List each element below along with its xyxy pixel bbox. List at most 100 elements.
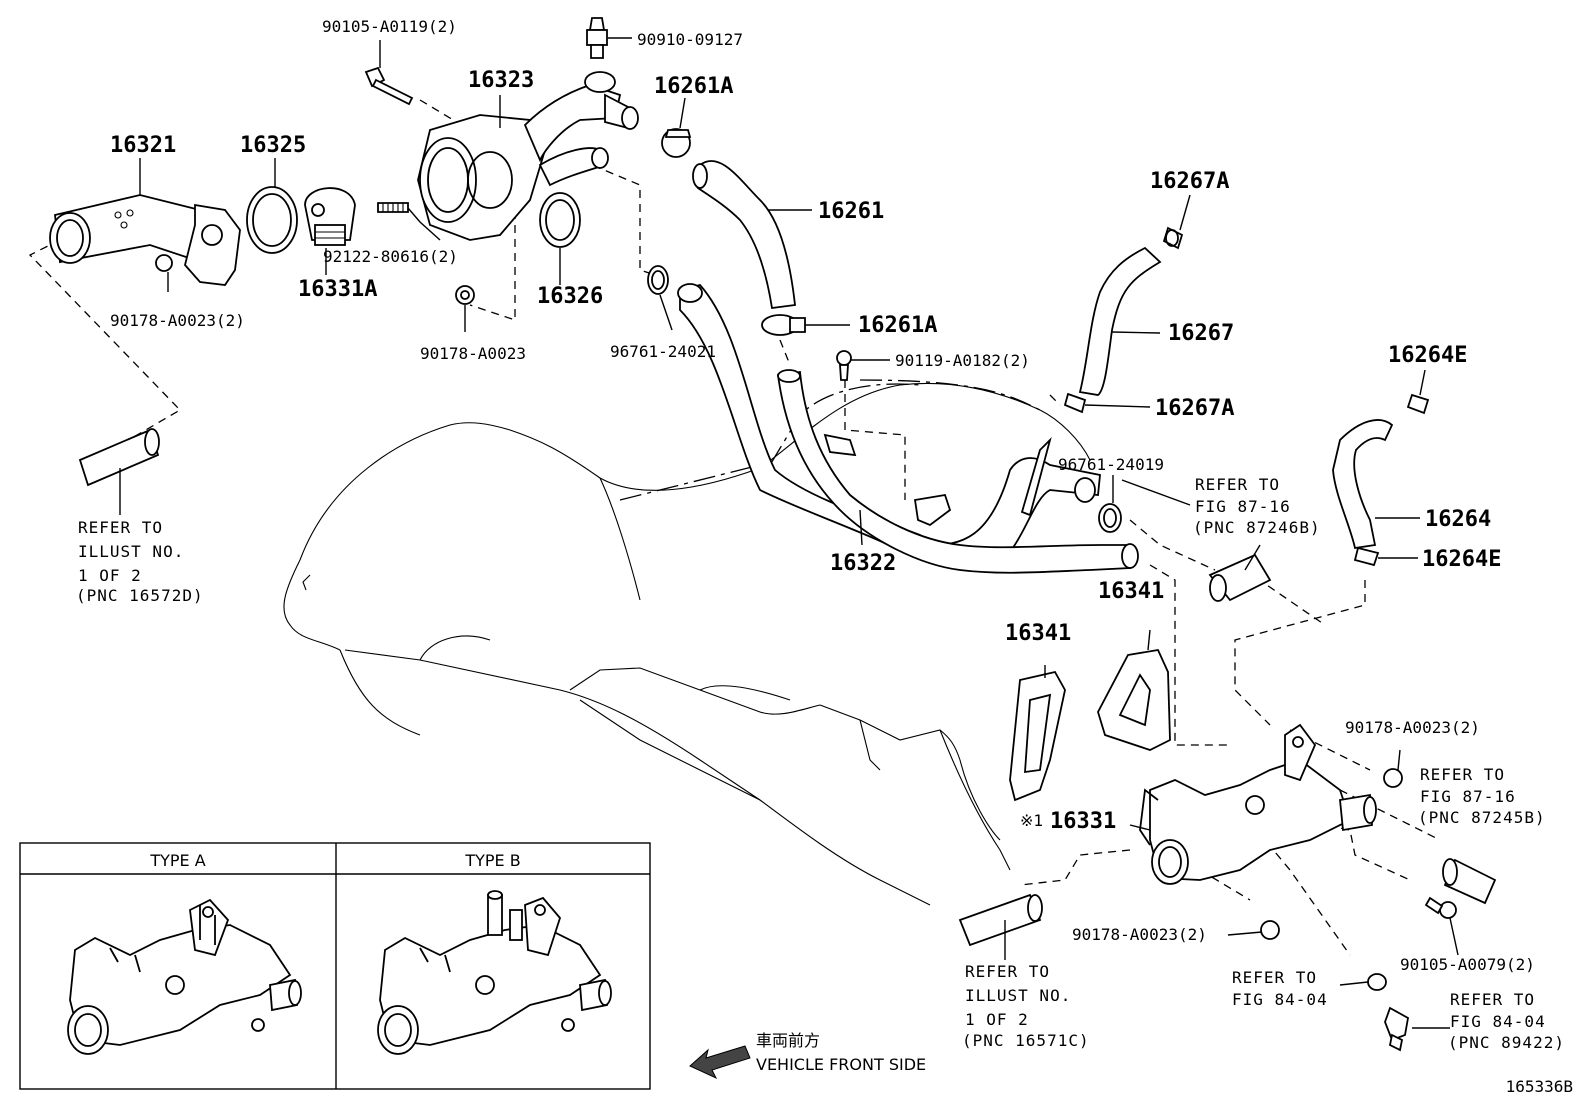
- part-89422-sensor: [1384, 1006, 1409, 1052]
- part-16261-hose: [692, 160, 796, 310]
- label-96761-24019: 96761-24019: [1058, 455, 1164, 474]
- ref-illust-bottom: REFER TO ILLUST NO. 1 OF 2 (PNC 16571C): [962, 962, 1090, 1050]
- part-90178-nut-right: [1383, 768, 1403, 788]
- ref-line: REFER TO: [78, 518, 163, 537]
- ref-line: REFER TO: [1420, 765, 1505, 784]
- label-16261: 16261: [818, 199, 884, 224]
- label-92122-80616: 92122-80616(2): [323, 247, 458, 266]
- part-16264e-clamp-mid: [1353, 546, 1380, 567]
- part-90105-a0079-bolt: [1424, 896, 1457, 919]
- part-16264e-clamp-top: [1406, 393, 1430, 415]
- ref-line: REFER TO: [1450, 990, 1535, 1009]
- ref-fig84-04-b: REFER TO FIG 84-04 (PNC 89422): [1448, 990, 1565, 1052]
- label-16321: 16321: [110, 133, 176, 158]
- part-hose-illust-left: [78, 428, 160, 487]
- front-arrow-icon: [689, 1045, 751, 1080]
- part-hose-fig87-16-top: [1208, 553, 1272, 602]
- inset-types: TYPE A TYPE B: [19, 842, 651, 1090]
- label-16264: 16264: [1425, 507, 1491, 532]
- label-90910-09127: 90910-09127: [637, 30, 743, 49]
- ref-line: REFER TO: [965, 962, 1050, 981]
- part-96761-24021-oring: [647, 265, 669, 295]
- ref-line: FIG 84-04: [1232, 990, 1328, 1009]
- label-16331: 16331: [1050, 809, 1116, 834]
- ref-line: 1 OF 2: [965, 1010, 1029, 1029]
- front-label-en: VEHICLE FRONT SIDE: [756, 1055, 926, 1074]
- ref-fig84-04-a: REFER TO FIG 84-04: [1232, 968, 1328, 1009]
- part-hose-fig87-16-right: [1442, 858, 1497, 905]
- pump-type-b: [377, 890, 612, 1055]
- label-16267a-mid: 16267A: [1155, 396, 1234, 421]
- part-16322-water-pipe: [677, 283, 1139, 574]
- part-16267a-clamp-top: [1162, 226, 1184, 250]
- part-16321-water-inlet: [49, 194, 241, 286]
- ref-fig87-16-top: REFER TO FIG 87-16 (PNC 87246B): [1193, 475, 1321, 537]
- label-96761-24021: 96761-24021: [610, 342, 716, 361]
- ref-line: (PNC 89422): [1448, 1033, 1565, 1052]
- pump-type-a: [67, 898, 302, 1055]
- label-16331-mark: ※1: [1020, 811, 1043, 830]
- ref-line: (PNC 87246B): [1193, 518, 1321, 537]
- part-90105-a0119-bolt: [364, 66, 414, 106]
- inset-frame: [19, 842, 651, 1090]
- part-16264-hose: [1332, 419, 1394, 550]
- ref-line: ILLUST NO.: [78, 542, 184, 561]
- label-90105-a0119: 90105-A0119(2): [322, 17, 457, 36]
- figure-id: 165336B: [1506, 1077, 1573, 1096]
- part-90178-nut-mid: [455, 285, 475, 305]
- label-16267: 16267: [1168, 321, 1234, 346]
- part-16261a-clamp-mid: [761, 314, 806, 336]
- part-92122-stud: [377, 202, 409, 213]
- label-16264e-mid: 16264E: [1422, 547, 1501, 572]
- ref-line: 1 OF 2: [78, 566, 142, 585]
- part-16326-gasket: [539, 192, 581, 248]
- ref-line: FIG 87-16: [1195, 497, 1291, 516]
- front-label-jp: 車両前方: [756, 1031, 820, 1050]
- label-16261a-top: 16261A: [654, 74, 733, 99]
- part-90910-09127-bleeder: [586, 17, 608, 59]
- part-16261a-clamp-top: [661, 128, 692, 158]
- label-90178-a0023: 90178-A0023: [420, 344, 526, 363]
- label-16326: 16326: [537, 284, 603, 309]
- label-16261a-mid: 16261A: [858, 313, 937, 338]
- label-90119-a0182: 90119-A0182(2): [895, 351, 1030, 370]
- label-90178-a0023-2-left: 90178-A0023(2): [110, 311, 245, 330]
- ref-fig87-16-right: REFER TO FIG 87-16 (PNC 87245B): [1418, 765, 1546, 827]
- callout-lines: [119, 37, 1459, 1029]
- part-16267a-clamp-mid: [1063, 392, 1087, 414]
- label-16341-left: 16341: [1005, 621, 1071, 646]
- part-16323-water-outlet: [417, 71, 639, 241]
- ref-line: REFER TO: [1195, 475, 1280, 494]
- ref-line: FIG 87-16: [1420, 787, 1516, 806]
- label-16331a: 16331A: [298, 277, 377, 302]
- part-16267-hose: [1078, 246, 1162, 396]
- inset-type-b-title: TYPE B: [464, 851, 520, 870]
- part-labels: 90105-A0119(2) 90910-09127 16323 16261A …: [110, 17, 1573, 1096]
- ref-line: (PNC 16571C): [962, 1031, 1090, 1050]
- label-16341-right: 16341: [1098, 579, 1164, 604]
- part-16325-gasket: [246, 186, 298, 254]
- label-90105-a0079: 90105-A0079(2): [1400, 955, 1535, 974]
- part-16341-gasket-right: [1097, 648, 1171, 751]
- vehicle-front-indicator: 車両前方 VEHICLE FRONT SIDE: [689, 1031, 926, 1080]
- ref-line: (PNC 16572D): [76, 586, 204, 605]
- part-90178-nut-left: [155, 254, 173, 272]
- ref-line: FIG 84-04: [1450, 1012, 1546, 1031]
- label-16325: 16325: [240, 133, 306, 158]
- part-fig84-04-gasket: [1367, 973, 1387, 991]
- label-90178-a0023-2-bottom: 90178-A0023(2): [1072, 925, 1207, 944]
- part-96761-24019-oring: [1098, 503, 1122, 533]
- part-16341-gasket-left: [1009, 670, 1066, 802]
- ref-line: REFER TO: [1232, 968, 1317, 987]
- part-16331a-thermostat: [304, 187, 356, 246]
- inset-type-a-title: TYPE A: [149, 851, 205, 870]
- label-16264e-top: 16264E: [1388, 343, 1467, 368]
- ref-illust-left: REFER TO ILLUST NO. 1 OF 2 (PNC 16572D): [76, 518, 204, 605]
- part-hose-illust-bottom: [958, 893, 1043, 947]
- label-16322: 16322: [830, 551, 896, 576]
- part-16331-water-pump: [1139, 723, 1377, 885]
- label-16323: 16323: [468, 68, 534, 93]
- ref-line: (PNC 87245B): [1418, 808, 1546, 827]
- part-90119-a0182-bolt: [836, 350, 852, 381]
